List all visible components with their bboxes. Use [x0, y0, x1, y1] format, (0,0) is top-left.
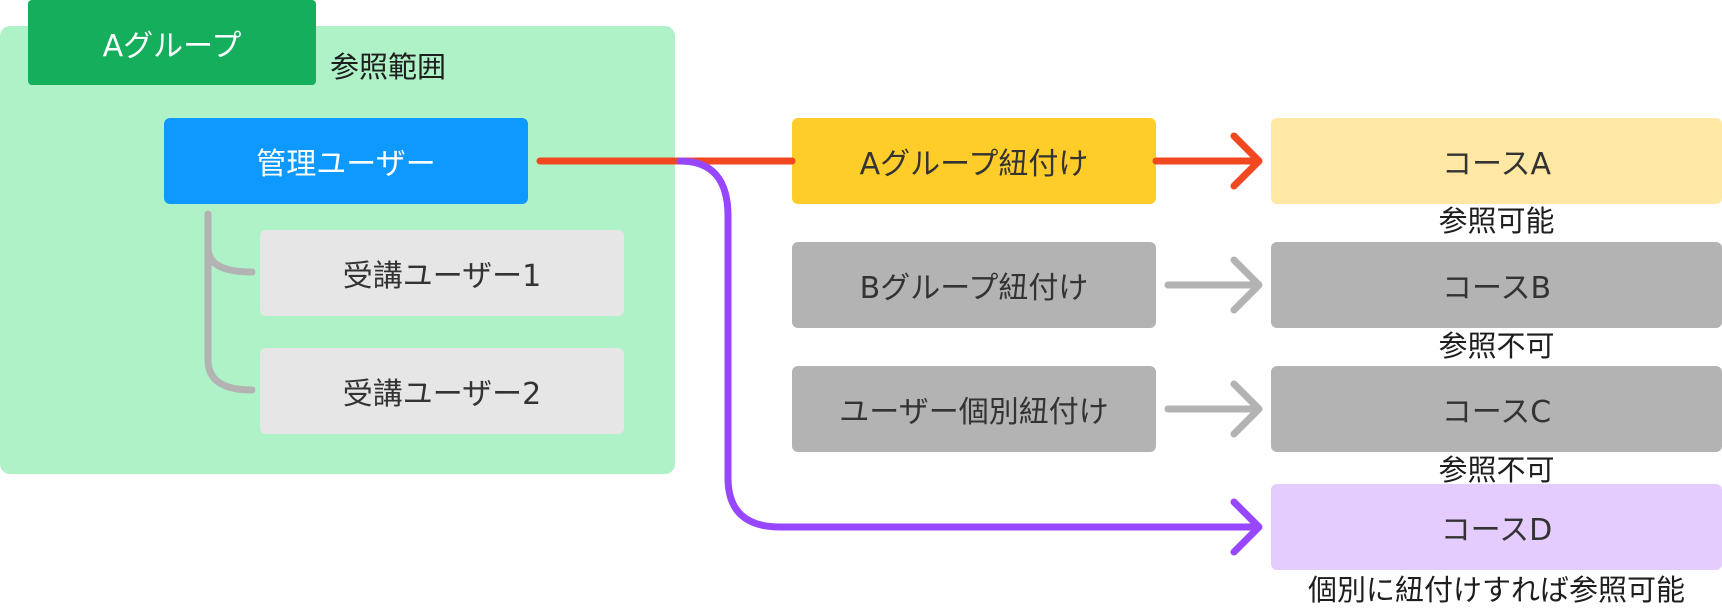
course-a-node: コースA — [1271, 118, 1722, 204]
admin-to-course-d-line — [676, 157, 1260, 531]
arrowhead-gray-b-icon — [1230, 256, 1263, 314]
course-a-status: 参照可能 — [1438, 204, 1555, 238]
link-individual-node: ユーザー個別紐付け — [792, 366, 1156, 452]
student-user-2-node: 受講ユーザー2 — [260, 348, 624, 434]
arrowhead-gray-c-icon — [1230, 380, 1263, 438]
link-group-b-node: Bグループ紐付け — [792, 242, 1156, 328]
course-d-node: コースD — [1271, 484, 1722, 570]
scope-label: 参照範囲 — [330, 50, 447, 84]
admin-user-node: 管理ユーザー — [164, 118, 528, 204]
course-d-status: 個別に紐付けすれば参照可能 — [1307, 573, 1685, 607]
group-a-tab: Aグループ — [28, 0, 316, 85]
arrowhead-red-icon — [1230, 132, 1263, 190]
arrowhead-purple-icon — [1230, 498, 1263, 556]
course-c-node: コースC — [1271, 366, 1722, 452]
student-bracket-line — [204, 210, 256, 394]
student-user-1-node: 受講ユーザー1 — [260, 230, 624, 316]
link-group-a-node: Aグループ紐付け — [792, 118, 1156, 204]
course-b-node: コースB — [1271, 242, 1722, 328]
course-b-status: 参照不可 — [1438, 329, 1555, 363]
course-c-status: 参照不可 — [1438, 453, 1555, 487]
